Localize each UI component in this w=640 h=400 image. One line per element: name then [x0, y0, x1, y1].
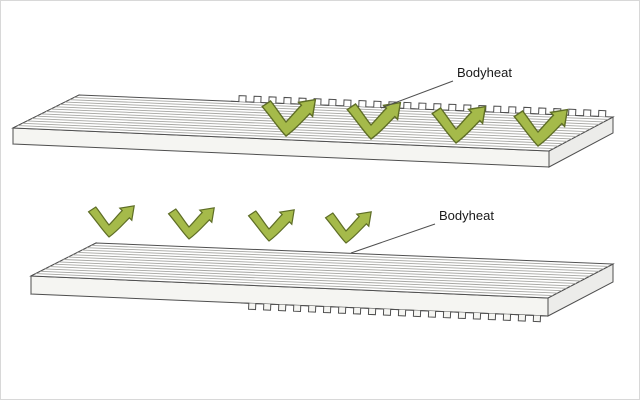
heat-airflow-arrow-icon	[168, 207, 215, 240]
leader-line-top	[380, 80, 454, 109]
heat-airflow-arrow-icon	[324, 211, 372, 244]
bodyheat-label-top: Bodyheat	[457, 65, 512, 80]
leader-line-bottom	[350, 223, 436, 254]
mattress-bottom	[29, 242, 615, 323]
mattress-bottom-castellation	[240, 302, 548, 323]
heat-airflow-arrow-icon	[88, 205, 135, 238]
bodyheat-label-bottom: Bodyheat	[439, 208, 494, 223]
mattress-top-castellation	[230, 95, 607, 117]
mattress-top-ridges	[17, 96, 609, 150]
heat-arrows-bottom	[88, 205, 372, 244]
mattress-bottom-ridges	[35, 244, 609, 297]
heat-airflow-arrow-icon	[248, 209, 295, 242]
